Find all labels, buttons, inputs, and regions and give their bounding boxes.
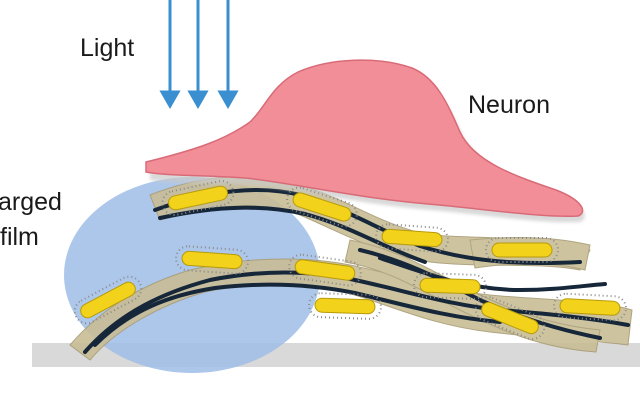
down-arrow-icon — [159, 90, 181, 110]
nanowire-cores — [83, 188, 630, 354]
gold-nanorods — [73, 180, 627, 340]
light-label: Light — [80, 34, 135, 62]
down-arrow-icon — [187, 90, 209, 110]
neuron-cell — [145, 59, 584, 218]
charged-film-label-line1: arged — [0, 188, 62, 216]
gold-nanorod-icon — [485, 237, 559, 263]
charged-film-label-line2: film — [0, 223, 39, 251]
light-arrows — [159, 0, 239, 110]
gold-nanorod-icon — [474, 296, 546, 340]
gold-nanorod-icon — [553, 292, 627, 322]
gold-nanorod-icon — [175, 245, 249, 275]
down-arrow-icon — [217, 90, 239, 110]
neuron-label: Neuron — [468, 91, 550, 119]
gold-nanorod-icon — [161, 180, 235, 216]
gold-nanorod-icon — [308, 292, 382, 320]
